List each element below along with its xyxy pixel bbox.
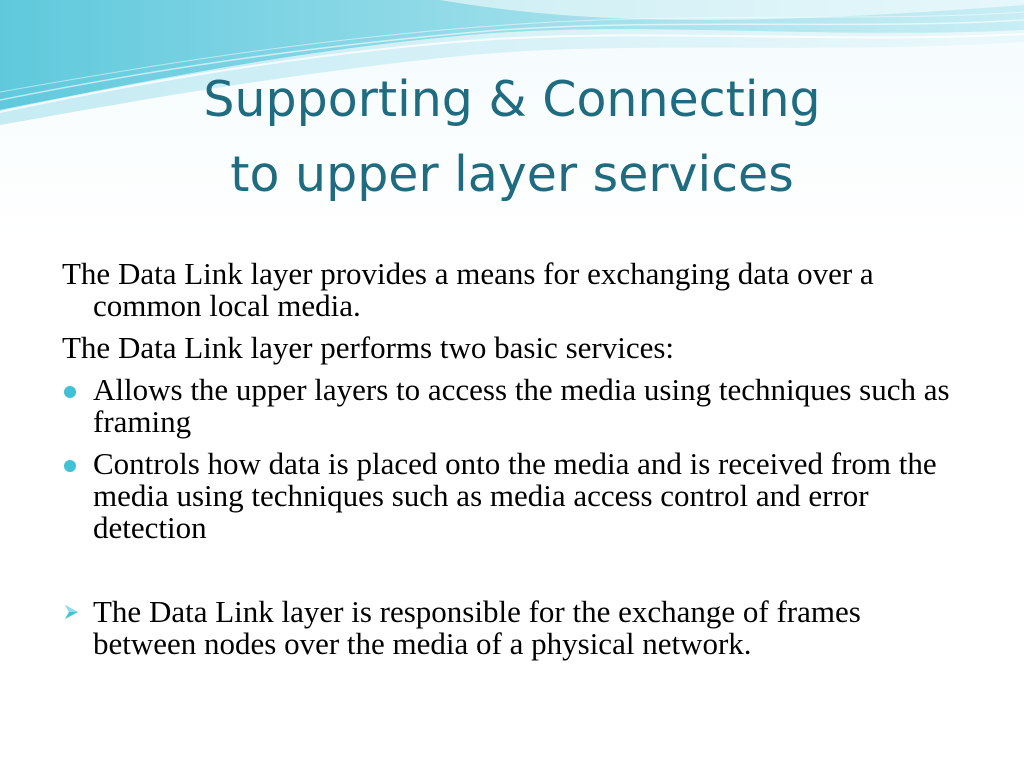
slide-body: The Data Link layer provides a means for… (62, 258, 962, 670)
bullet-item-2: Controls how data is placed onto the med… (62, 448, 962, 544)
arrow-bullet-item: The Data Link layer is responsible for t… (62, 596, 962, 660)
bullet-item-2-text: Controls how data is placed onto the med… (93, 446, 937, 545)
bullet-item-1: Allows the upper layers to access the me… (62, 374, 962, 438)
round-dot-bullet-icon (64, 460, 76, 472)
body-paragraph-1: The Data Link layer provides a means for… (62, 256, 874, 323)
header-wave-decoration (0, 0, 1024, 126)
arrow-bullet-item-text: The Data Link layer is responsible for t… (93, 594, 861, 661)
arrow-bullet-icon (65, 605, 78, 619)
bullet-item-1-text: Allows the upper layers to access the me… (93, 372, 950, 439)
slide-title-line-2: to upper layer services (230, 146, 794, 203)
body-paragraph-2: The Data Link layer performs two basic s… (62, 330, 675, 365)
round-dot-bullet-icon (64, 386, 76, 398)
slide-title: Supporting & Connecting to upper layer s… (0, 62, 1024, 212)
slide-title-line-1: Supporting & Connecting (203, 71, 821, 128)
